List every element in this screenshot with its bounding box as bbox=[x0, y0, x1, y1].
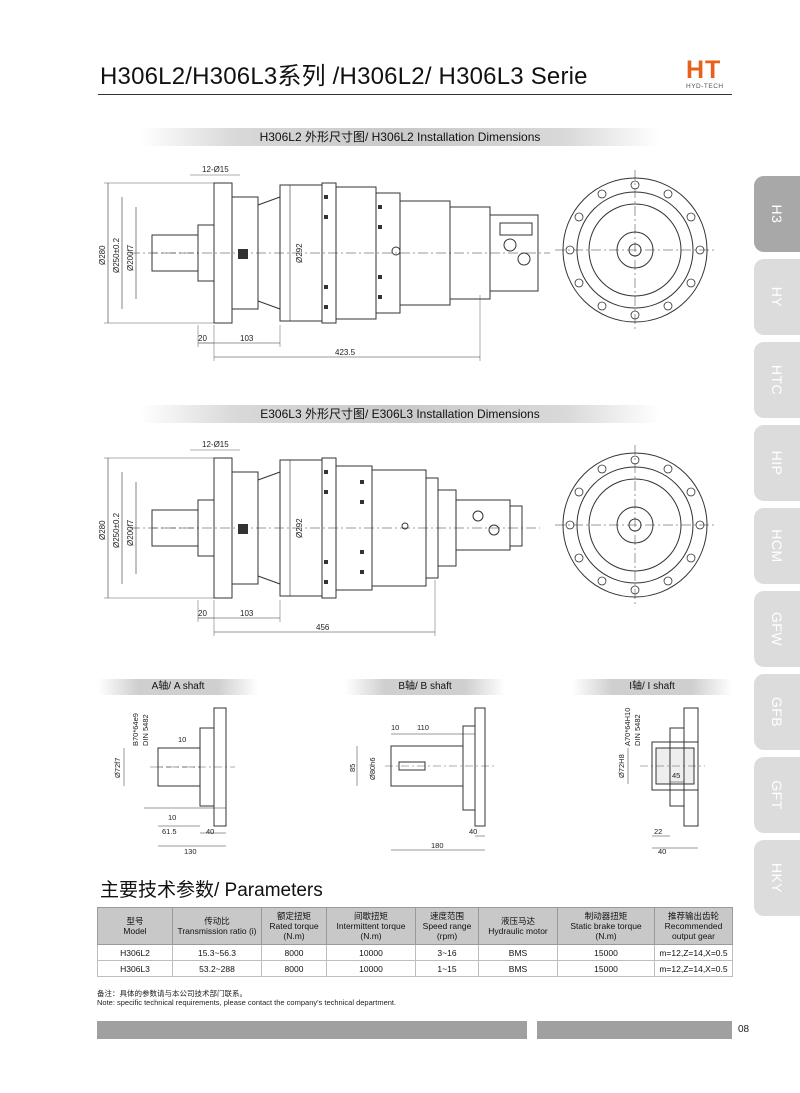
tab-htc-label: HTC bbox=[769, 364, 785, 396]
dim-l103: 103 bbox=[240, 334, 254, 343]
dim-d292-2: Ø292 bbox=[295, 518, 304, 538]
tab-gft-label: GFT bbox=[769, 780, 785, 810]
b-len-110: 110 bbox=[417, 723, 429, 732]
dim-l103-2: 103 bbox=[240, 609, 254, 618]
dim-total-length: 423.5 bbox=[335, 348, 356, 357]
dim-d250-2: Ø250±0.2 bbox=[112, 512, 121, 548]
tab-hky-label: HKY bbox=[769, 862, 785, 894]
a-shaft-title: A轴/ A shaft bbox=[151, 681, 205, 692]
section-title-h306l2: H306L2 外形尺寸图/ H306L2 Installation Dimens… bbox=[259, 130, 541, 144]
tab-htc[interactable]: HTC bbox=[754, 342, 800, 418]
dim-d200-2: Ø200f7 bbox=[126, 519, 135, 546]
hydraulic-motor-2 bbox=[455, 499, 511, 551]
tab-gfb[interactable]: GFB bbox=[754, 674, 800, 750]
tab-hip[interactable]: HIP bbox=[754, 425, 800, 501]
i-diameter: Ø72H8 bbox=[617, 754, 626, 778]
a-shaft-title-bar: A轴/ A shaft bbox=[98, 679, 258, 695]
dim-bolt-holes: 12-Ø15 bbox=[202, 165, 229, 174]
header-rule bbox=[98, 94, 732, 95]
section-title-bar-e306l3: E306L3 外形尺寸图/ E306L3 Installation Dimens… bbox=[140, 405, 660, 423]
i-shaft-title: I轴/ I shaft bbox=[629, 681, 675, 692]
a-len-10a: 10 bbox=[178, 735, 186, 744]
page-number: 08 bbox=[738, 1024, 750, 1035]
dim-d280-2: Ø280 bbox=[98, 520, 107, 540]
page-title: H306L2/H306L3系列 /H306L2/ H306L3 Serie bbox=[100, 63, 588, 90]
a-din: DIN 5482 bbox=[141, 714, 150, 746]
a-len-40: 40 bbox=[206, 827, 214, 836]
b-len-10: 10 bbox=[391, 723, 399, 732]
dim-d250: Ø250±0.2 bbox=[112, 237, 121, 273]
dim-bolt-holes-2: 12-Ø15 bbox=[202, 440, 229, 449]
a-len-615: 61.5 bbox=[162, 827, 177, 836]
parameters-title: 主要技术参数/ Parameters bbox=[100, 880, 323, 901]
dim-total-length-2: 456 bbox=[316, 623, 330, 632]
logo-sub-text: HYD-TECH bbox=[686, 83, 724, 90]
footer-bar-right bbox=[537, 1021, 732, 1039]
tab-hcm-label: HCM bbox=[769, 529, 785, 563]
note-cn: 备注：具体的参数请与本公司技术部门联系。 bbox=[97, 989, 247, 998]
tab-hy-label: HY bbox=[769, 286, 785, 308]
dim-d200: Ø200f7 bbox=[126, 244, 135, 271]
brand-logo: HT HYD-TECH bbox=[686, 58, 738, 94]
a-diameter: Ø72f7 bbox=[113, 758, 122, 778]
a-len-10b: 10 bbox=[168, 813, 176, 822]
tab-hip-label: HIP bbox=[769, 450, 785, 476]
b-len-180: 180 bbox=[431, 841, 444, 850]
e306l3-dimension-drawing: 12-Ø15 Ø280 Ø250±0.2 Ø200f7 Ø292 20 103 … bbox=[98, 440, 715, 636]
section-title-e306l3: E306L3 外形尺寸图/ E306L3 Installation Dimens… bbox=[260, 407, 540, 421]
i-spline: A70*64H10 bbox=[623, 708, 632, 746]
tab-h3-label: H3 bbox=[769, 204, 785, 224]
i-shaft-title-bar: I轴/ I shaft bbox=[572, 679, 732, 695]
footer-bar-left bbox=[97, 1021, 527, 1039]
b-shaft-title: B轴/ B shaft bbox=[398, 681, 452, 692]
tab-hcm[interactable]: HCM bbox=[754, 508, 800, 584]
dim-l20-2: 20 bbox=[198, 609, 207, 618]
i-len-45: 45 bbox=[672, 771, 680, 780]
tab-gfw-label: GFW bbox=[769, 611, 785, 647]
logo-main-text: HT bbox=[686, 56, 722, 84]
tab-gfw[interactable]: GFW bbox=[754, 591, 800, 667]
dim-d292: Ø292 bbox=[295, 243, 304, 263]
b-len-85: 85 bbox=[348, 764, 357, 772]
b-shaft-title-bar: B轴/ B shaft bbox=[345, 679, 505, 695]
b-shaft-drawing: 10 110 85 Ø80h6 40 180 bbox=[348, 707, 495, 851]
a-shaft-drawing: B70*64e9 DIN 5482 Ø72f7 10 10 61.5 40 13… bbox=[113, 707, 235, 856]
b-diameter: Ø80h6 bbox=[368, 757, 377, 780]
a-len-130: 130 bbox=[184, 847, 197, 856]
tab-hy[interactable]: HY bbox=[754, 259, 800, 335]
b-len-40: 40 bbox=[469, 827, 477, 836]
tab-gfb-label: GFB bbox=[769, 696, 785, 728]
i-len-22: 22 bbox=[654, 827, 662, 836]
tab-gft[interactable]: GFT bbox=[754, 757, 800, 833]
h306l2-dimension-drawing: 12-Ø15 Ø280 Ø250±0.2 Ø200f7 Ø292 20 103 … bbox=[98, 165, 715, 361]
tab-hky[interactable]: HKY bbox=[754, 840, 800, 916]
i-shaft-drawing: A70*64H10 DIN 5482 Ø72H8 45 22 40 bbox=[617, 707, 705, 856]
dim-d280: Ø280 bbox=[98, 245, 107, 265]
a-spline: B70*64e9 bbox=[131, 713, 140, 746]
note-en: Note: specific technical requirements, p… bbox=[97, 998, 397, 1007]
i-len-40: 40 bbox=[658, 847, 666, 856]
dim-l20: 20 bbox=[198, 334, 207, 343]
i-din: DIN 5482 bbox=[633, 714, 642, 746]
section-title-bar-h306l2: H306L2 外形尺寸图/ H306L2 Installation Dimens… bbox=[140, 128, 660, 146]
tab-h3[interactable]: H3 bbox=[754, 176, 800, 252]
